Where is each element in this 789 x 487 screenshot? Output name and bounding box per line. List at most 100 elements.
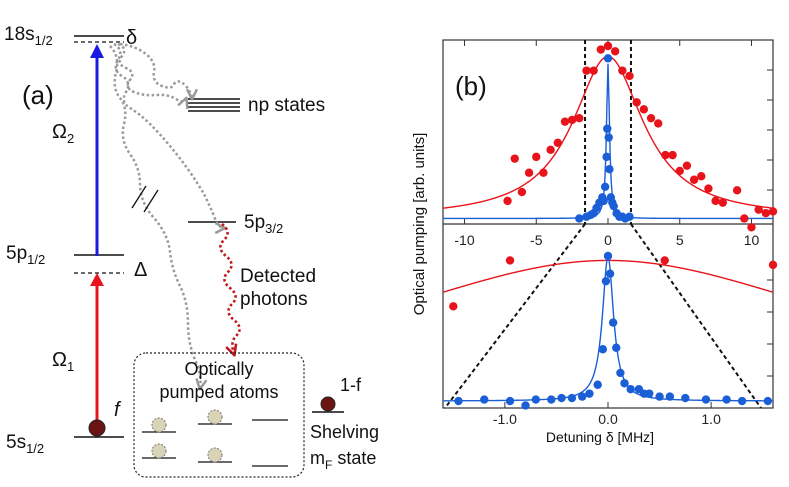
red-data-point (618, 66, 627, 75)
label-mf-state: mF state (310, 448, 376, 472)
red-data-point (532, 152, 541, 162)
axis-break-1 (131, 185, 147, 209)
red-data-point (718, 198, 727, 207)
decay-to-np-2 (119, 42, 192, 98)
red-fit-curve (442, 259, 774, 293)
label-f: f (114, 399, 122, 421)
panel-b: (b) Optical pumping [arb. units] Detunin… (411, 39, 778, 445)
label-delta: δ (126, 27, 137, 49)
decay-to-5p32 (113, 42, 224, 228)
y-ticks (767, 69, 773, 377)
red-data-point (682, 161, 692, 170)
red-data-point (610, 47, 620, 56)
blue-data-point (557, 393, 566, 403)
blue-data-point (521, 401, 530, 410)
label-omega1: Ω1 (52, 349, 74, 374)
red-data-point (668, 150, 677, 160)
red-data-point (675, 166, 684, 176)
red-data-point (632, 98, 641, 107)
x-tick-label: -5 (530, 232, 543, 248)
label-shelving: Shelving (310, 422, 379, 442)
red-data-point (747, 223, 756, 232)
blue-data-point (601, 276, 611, 286)
blue-data-point (616, 368, 625, 378)
y-axis-label: Optical pumping [arb. units] (411, 133, 428, 316)
blue-data-point (665, 392, 675, 401)
red-data-point (768, 207, 778, 216)
red-data-point (524, 168, 534, 177)
red-data-point (689, 175, 699, 184)
blue-data-point (603, 251, 613, 261)
red-data-point (539, 168, 548, 177)
blue-data-point (602, 152, 611, 162)
blue-data-point (605, 165, 614, 174)
label-photons: photons (240, 289, 308, 310)
axis-break-2 (143, 189, 159, 213)
red-data-point (567, 115, 577, 125)
red-data-point (553, 138, 562, 147)
blue-data-point (505, 396, 515, 406)
ground-atom (88, 419, 106, 437)
blue-data-point (701, 395, 711, 404)
label-5s12: 5s1/2 (6, 432, 44, 456)
label-pumped-atoms: pumped atoms (159, 382, 278, 402)
bottom-data-points (449, 251, 778, 410)
blue-data-point (585, 389, 594, 398)
red-data-point (704, 184, 713, 193)
label-1-f: 1-f (340, 375, 362, 395)
zoom-left-diagonal (444, 223, 586, 409)
red-data-point (732, 186, 742, 195)
label-np-states: np states (248, 95, 325, 116)
red-data-point (754, 205, 763, 214)
x-tick-label: 5 (676, 232, 684, 248)
blue-data-point (608, 318, 618, 327)
label-Delta: Δ (134, 259, 147, 281)
blue-data-point (655, 392, 664, 401)
red-data-point (768, 260, 778, 270)
red-data-point (560, 117, 570, 126)
red-data-point (654, 119, 663, 128)
blue-data-point (737, 396, 747, 406)
blue-fit-curve (443, 63, 773, 220)
omega1-arrowhead (90, 273, 104, 286)
blue-data-point (681, 393, 690, 403)
blue-data-point (645, 389, 654, 398)
label-omega2: Ω2 (52, 121, 74, 146)
label-detected: Detected (240, 266, 316, 287)
blue-data-point (722, 395, 731, 404)
panel-a-label: (a) (22, 80, 54, 110)
blue-data-point (547, 395, 556, 404)
red-data-point (546, 145, 555, 155)
blue-data-point (454, 396, 463, 406)
pumped-atoms (151, 409, 223, 463)
blue-data-point (603, 124, 612, 133)
x-tick-label: 0 (604, 232, 612, 248)
blue-data-point (531, 395, 541, 404)
red-data-point (761, 209, 771, 218)
red-data-point (589, 66, 598, 75)
blue-data-point (604, 133, 613, 142)
red-data-point (603, 41, 613, 51)
x-axis-label: Detuning δ [MHz] (546, 429, 654, 445)
blue-data-point (599, 196, 608, 206)
panel-b-label: (b) (455, 71, 487, 101)
red-data-point (639, 105, 649, 114)
blue-data-point (600, 182, 610, 191)
red-data-point (449, 302, 458, 311)
red-data-point (740, 214, 749, 223)
omega2-arrowhead (90, 44, 104, 58)
x-tick-label: -1.0 (493, 411, 517, 427)
np-states-levels (188, 98, 240, 112)
blue-data-point (593, 380, 602, 389)
top-data-points (503, 41, 778, 232)
blue-data-point (620, 379, 629, 388)
pumped-atoms-box (133, 352, 305, 478)
blue-data-point (763, 396, 773, 406)
red-data-point (596, 45, 606, 54)
red-data-point (503, 196, 512, 206)
panel-a: (a) 18s1/2 δ np states 5p1/2 Δ 5p3/2 5s1… (4, 24, 379, 478)
x-tick-label: 1.0 (701, 411, 721, 427)
blue-data-point (626, 385, 635, 394)
